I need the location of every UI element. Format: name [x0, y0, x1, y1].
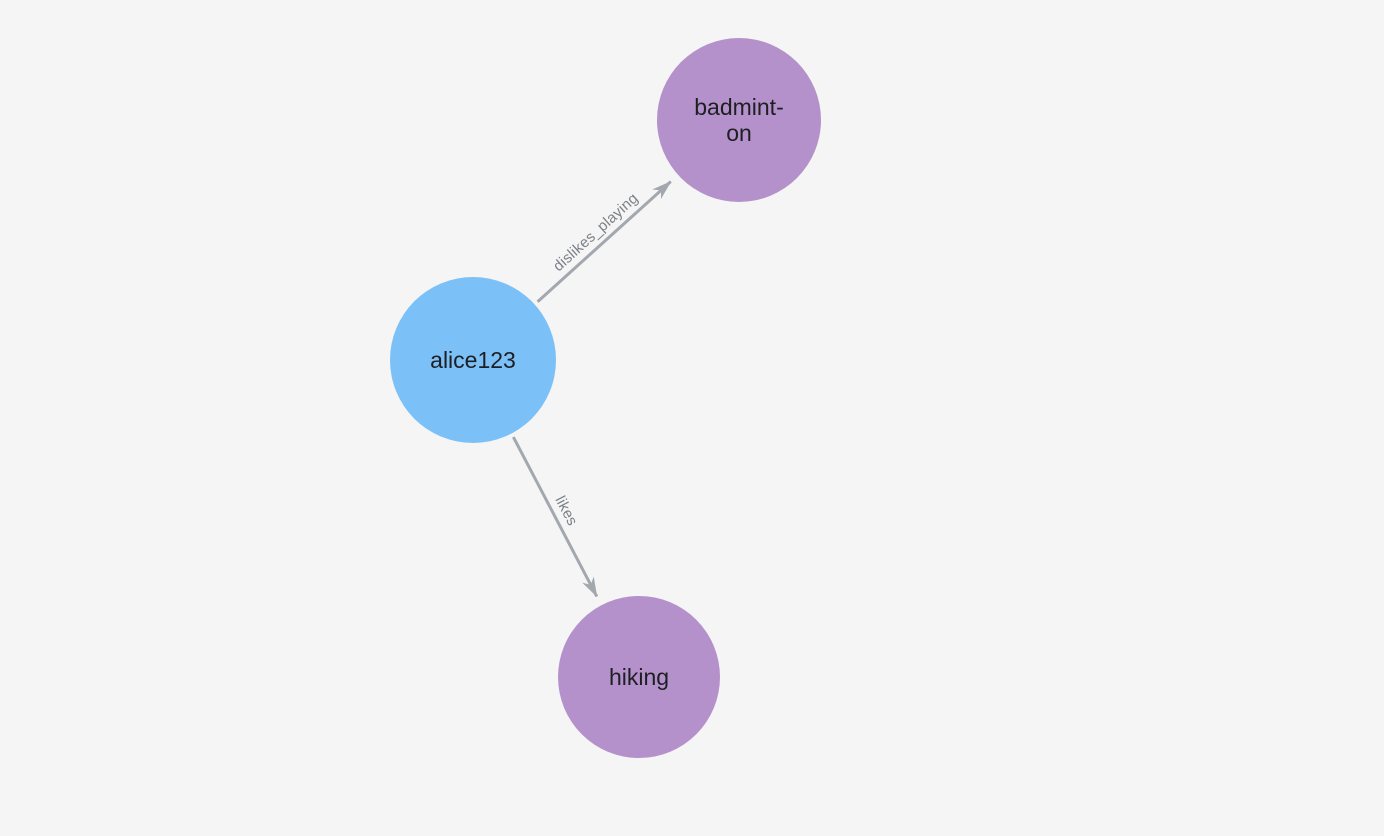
- edge-dislikes_playing[interactable]: [536, 180, 672, 303]
- node-circle[interactable]: [390, 277, 556, 443]
- graph-node-hiking[interactable]: hiking: [558, 596, 720, 758]
- graph-node-badminton[interactable]: badmint-on: [657, 38, 821, 202]
- nodes-layer: alice123 badmint-on hiking: [390, 38, 821, 758]
- edge-label: likes: [551, 493, 580, 528]
- edge-label: dislikes_playing: [550, 190, 642, 275]
- node-circle[interactable]: [558, 596, 720, 758]
- graph-node-alice123[interactable]: alice123: [390, 277, 556, 443]
- node-circle[interactable]: [657, 38, 821, 202]
- edge-likes[interactable]: [512, 436, 599, 598]
